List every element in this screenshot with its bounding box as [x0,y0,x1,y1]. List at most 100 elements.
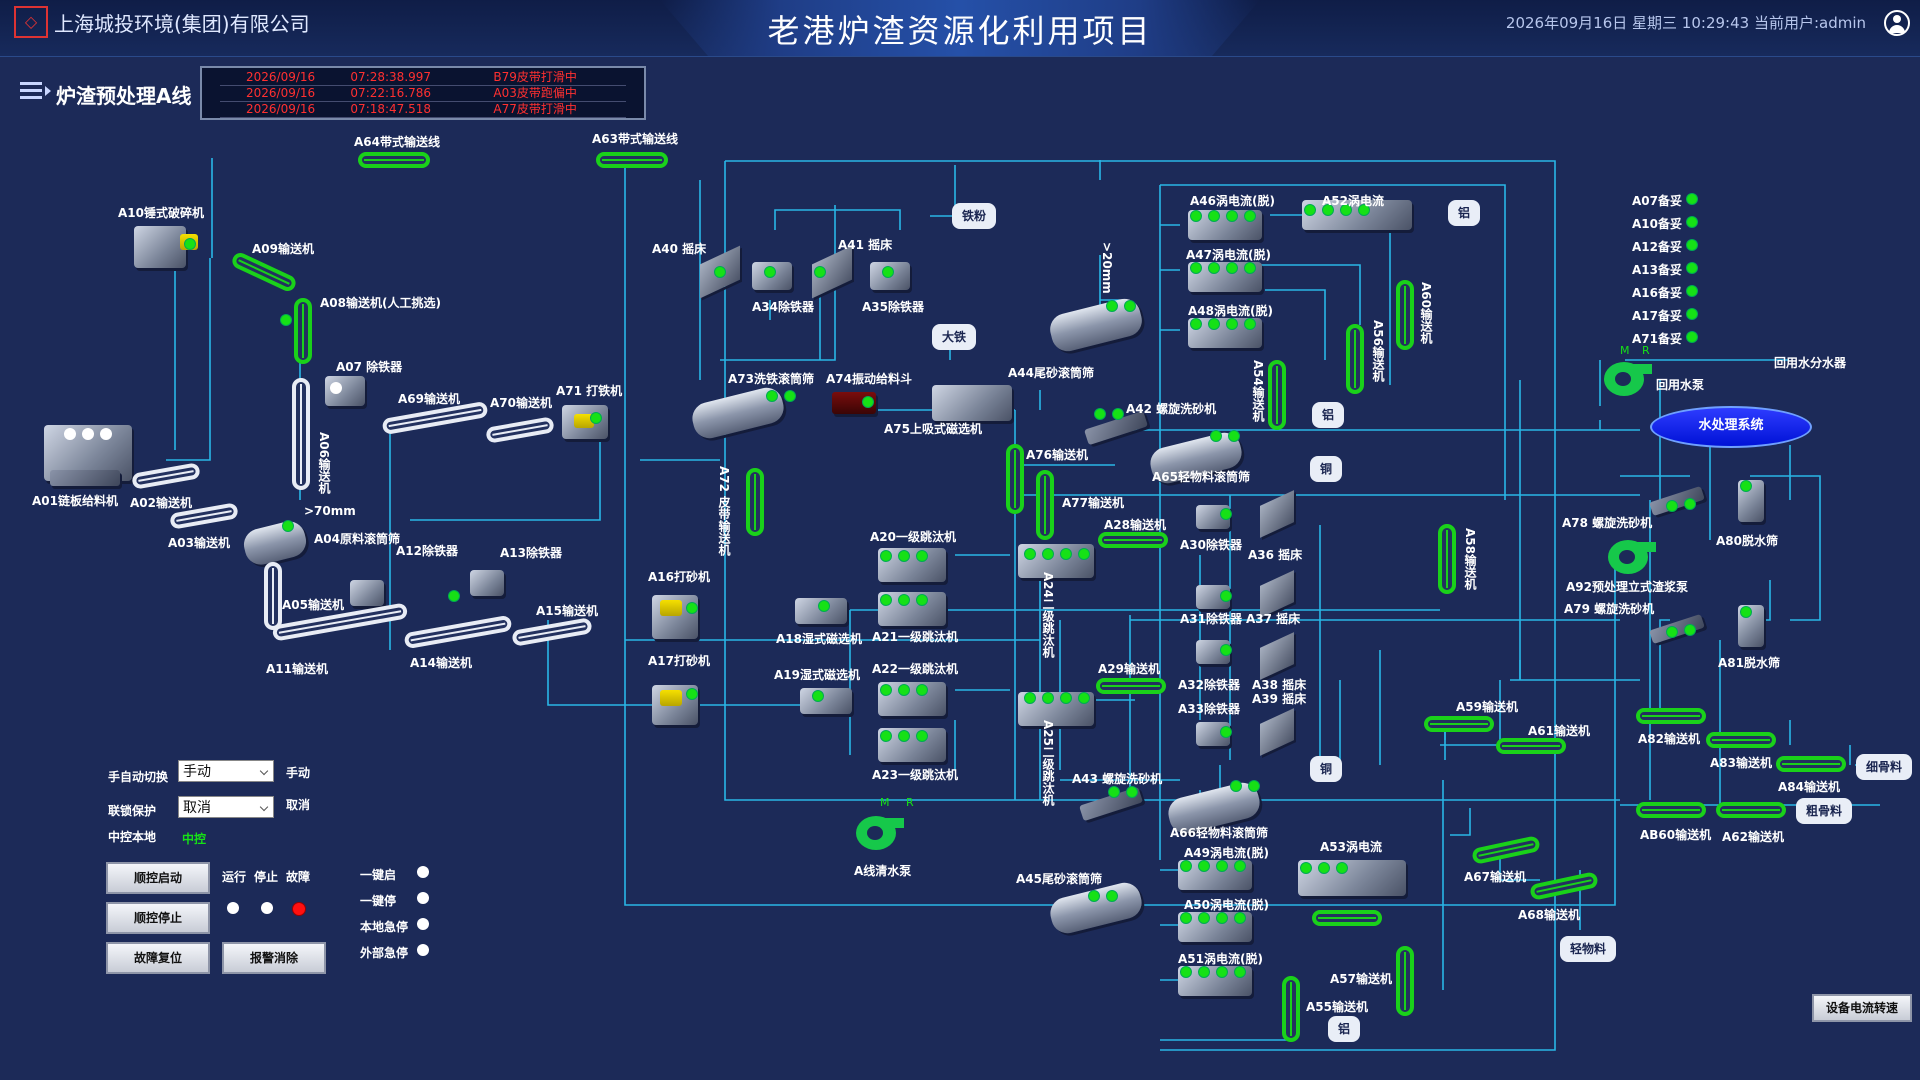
a12-iron-remover[interactable] [350,580,384,606]
a64-conveyor[interactable] [358,152,430,168]
status-dot [1740,480,1752,492]
alarm-time: 07:22:16.786 [350,86,432,100]
status-dot [1244,318,1256,330]
product-aluminum[interactable]: 铝 [1448,200,1481,226]
pump-r-mark: R [906,796,914,809]
a10-hammer-crusher[interactable] [134,226,186,268]
a76-conveyor[interactable] [1006,444,1024,514]
a17-motor [660,690,682,706]
status-dot [100,428,112,440]
status-dot [1220,726,1232,738]
product-aluminum[interactable]: 铝 [1328,1016,1361,1042]
product-coarse-aggregate[interactable]: 粗骨料 [1796,798,1853,824]
a85-conveyor[interactable] [1312,910,1382,926]
pipe [1499,850,1540,881]
a75-magnetic-separator[interactable] [932,385,1012,421]
a62-conveyor[interactable] [1716,802,1786,818]
pump-m-mark: M [1620,344,1630,357]
one-start-indicator[interactable] [417,866,429,878]
current-speed-button[interactable]: 设备电流转速 [1812,994,1912,1022]
status-dot [1198,912,1210,924]
a55-conveyor[interactable] [1282,976,1300,1042]
a77-conveyor[interactable] [1036,470,1054,540]
user-icon[interactable] [1884,10,1910,36]
status-dot [1216,912,1228,924]
lock-select[interactable]: 取消 [178,796,274,818]
label-gt20: >20mm [1100,242,1114,294]
a58-conveyor[interactable] [1438,524,1456,594]
a60-conveyor[interactable] [1396,280,1414,350]
mode-select[interactable]: 手动 [178,760,274,782]
product-copper[interactable]: 铜 [1310,756,1343,782]
status-dot [282,520,294,532]
label-a50: A50涡电流(脱) [1184,898,1269,912]
a13-iron-remover[interactable] [470,570,504,596]
product-fine-aggregate[interactable]: 细骨料 [1856,754,1913,780]
a57-conveyor[interactable] [1396,946,1414,1016]
pipe [1659,619,1670,715]
alarm-message: A03皮带跑偏中 [493,86,577,100]
product-iron-powder[interactable]: 铁粉 [952,203,997,229]
a-line-clean-water-pump[interactable] [852,810,904,850]
a61-conveyor[interactable] [1496,738,1566,754]
a82-conveyor[interactable] [1636,708,1706,724]
label-a65: A65轻物料滚筒筛 [1152,470,1250,484]
status-dot [1024,692,1036,704]
product-big-iron[interactable]: 大铁 [932,324,977,350]
a63-conveyor[interactable] [596,152,668,168]
water-treatment-system[interactable]: 水处理系统 [1650,406,1812,448]
central-label: 中控本地 [108,830,157,844]
product-aluminum[interactable]: 铝 [1312,402,1345,428]
status-dot [1060,548,1072,560]
label-a72: A72 皮带输送机 [717,466,731,557]
a52-eddy-current[interactable] [1302,200,1412,230]
a05-conveyor[interactable] [264,562,282,630]
a59-conveyor[interactable] [1424,716,1494,732]
a19-wet-magnetic[interactable] [800,688,852,714]
a06-conveyor[interactable] [292,378,310,490]
label-return-split: 回用水分水器 [1774,356,1847,370]
a01-feeder-base [50,470,120,486]
label-a29: A29输送机 [1098,662,1160,676]
a28-conveyor[interactable] [1098,532,1168,548]
status-dot [1198,860,1210,872]
a53-eddy-current[interactable] [1298,860,1406,896]
label-a03: A03输送机 [168,536,230,550]
product-light-material[interactable]: 轻物料 [1560,936,1617,962]
line-title: 炉渣预处理A线 [56,84,192,108]
standby-item: A12备妥 [1632,238,1698,255]
a54-conveyor[interactable] [1268,360,1286,430]
return-water-pump[interactable] [1600,356,1652,396]
product-copper[interactable]: 铜 [1310,456,1343,482]
a83-conveyor[interactable] [1706,732,1776,748]
status-dot [1220,590,1232,602]
seq-start-button[interactable]: 顺控启动 [106,862,210,894]
label-a30: A30除铁器 [1180,538,1242,552]
ext-estop-indicator [417,944,429,956]
label-a17: A17打砂机 [648,654,710,668]
fault-reset-button[interactable]: 故障复位 [106,942,210,974]
a29-conveyor[interactable] [1096,678,1166,694]
alarm-clear-button[interactable]: 报警消除 [222,942,326,974]
label-a10: A10锤式破碎机 [118,206,204,220]
a92-slurry-pump[interactable] [1604,534,1656,574]
seq-stop-button[interactable]: 顺控停止 [106,902,210,934]
label-a46: A46涡电流(脱) [1190,194,1275,208]
ab60-conveyor[interactable] [1636,802,1706,818]
one-stop-indicator[interactable] [417,892,429,904]
a84-conveyor[interactable] [1776,756,1846,772]
menu-icon[interactable] [20,82,51,100]
status-dot [1226,210,1238,222]
a56-conveyor[interactable] [1346,324,1364,394]
status-dot [1078,548,1090,560]
status-dot [1666,626,1678,638]
a08-conveyor[interactable] [294,298,312,364]
a72-conveyor[interactable] [746,468,764,536]
status-dot [818,600,830,612]
label-a62: A62输送机 [1722,830,1784,844]
status-dot [1322,204,1334,216]
